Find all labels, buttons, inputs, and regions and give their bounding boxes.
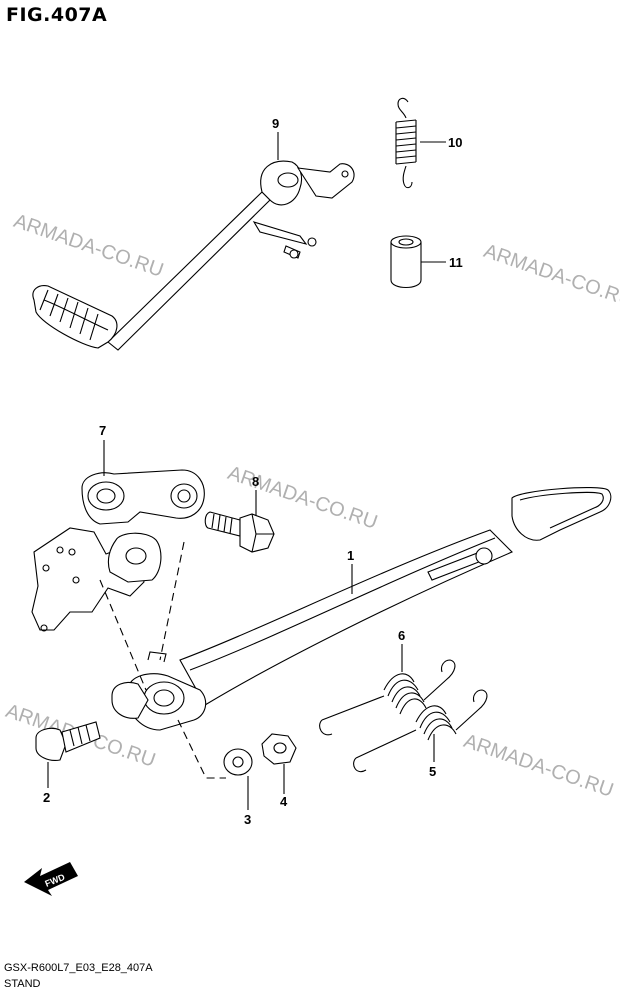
callout-2: 2 — [43, 790, 50, 805]
part-pivot-bolt — [35, 721, 101, 761]
section-name: STAND — [4, 978, 41, 990]
callout-4: 4 — [280, 794, 288, 809]
part-washer — [223, 748, 253, 776]
model-code: GSX-R600L7_E03_E28_407A — [4, 962, 153, 974]
part-stand-spring-upper — [319, 659, 456, 736]
callout-9: 9 — [272, 116, 279, 131]
callout-1: 1 — [347, 548, 354, 563]
callout-6: 6 — [398, 628, 405, 643]
part-return-spring — [395, 97, 417, 189]
part-collar — [390, 235, 422, 289]
part-stand-bracket — [31, 469, 205, 632]
callouts: 9 10 11 7 8 1 6 5 2 3 4 — [43, 116, 463, 827]
callout-3: 3 — [244, 812, 251, 827]
part-pedal-lever — [32, 160, 355, 351]
part-nut — [261, 733, 297, 765]
fwd-arrow: FWD — [24, 862, 78, 896]
callout-10: 10 — [448, 135, 462, 150]
leader-lines — [47, 132, 446, 810]
part-stand-spring-lower — [353, 689, 488, 773]
callout-7: 7 — [99, 423, 106, 438]
assembly-lines — [99, 541, 226, 779]
figure-title: FIG.407A — [6, 4, 108, 26]
callout-11: 11 — [449, 255, 463, 270]
callout-5: 5 — [429, 764, 436, 779]
part-side-stand — [111, 487, 612, 731]
callout-8: 8 — [252, 474, 259, 489]
part-bolt — [204, 511, 275, 553]
